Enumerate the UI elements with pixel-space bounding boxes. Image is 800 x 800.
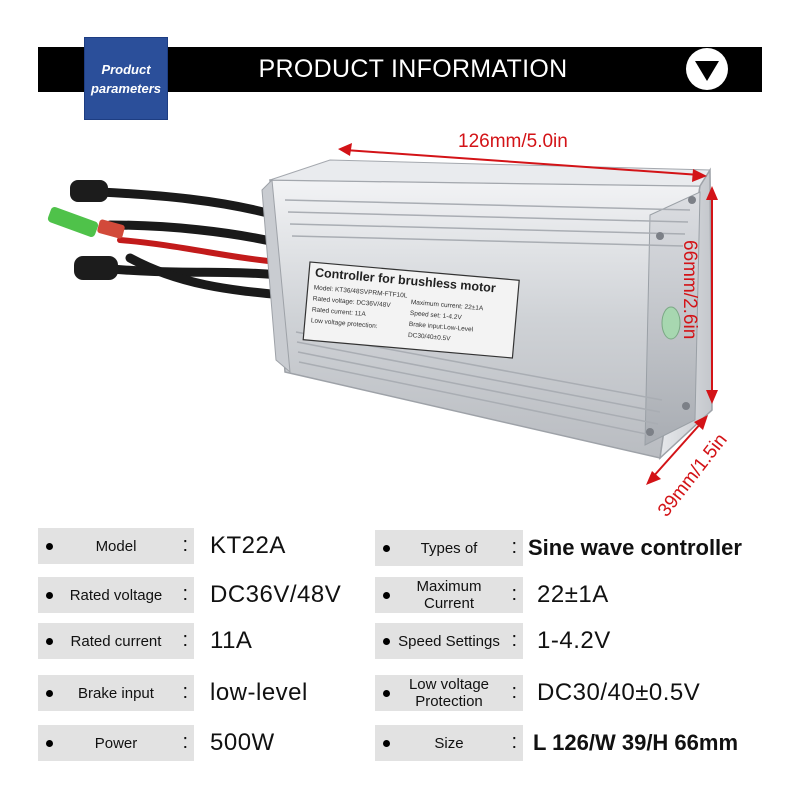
spec-value: DC30/40±0.5V <box>537 679 701 706</box>
spec-label-pill: Maximum Current : <box>375 577 523 613</box>
spec-label: Rated voltage <box>69 586 163 604</box>
product-label: Controller for brushless motor Model: KT… <box>302 261 520 359</box>
spec-label: Speed Settings <box>398 632 500 650</box>
connector <box>70 180 108 202</box>
colon: : <box>182 534 188 556</box>
bullet-icon <box>46 638 53 645</box>
indicator-light <box>661 306 681 340</box>
bullet-icon <box>383 740 390 747</box>
spec-label-pill: Types of : <box>375 530 523 566</box>
spec-label-pill: Speed Settings : <box>375 623 523 659</box>
bullet-icon <box>383 592 390 599</box>
colon: : <box>511 536 517 558</box>
spec-label-pill: Low voltage Protection : <box>375 675 523 711</box>
colon: : <box>182 583 188 605</box>
bullet-icon <box>46 592 53 599</box>
cables <box>95 187 287 300</box>
spec-label-pill: Power : <box>38 725 194 761</box>
label-rated-current: Rated current: 11A <box>312 306 367 318</box>
dimension-height: 66mm/2.6in <box>679 240 700 340</box>
label-dc: DC30/40±0.5V <box>408 332 452 343</box>
spec-label-pill: Model : <box>38 528 194 564</box>
label-speed-set: Speed set: 1-4.2V <box>410 310 463 322</box>
spec-label: Rated current <box>70 632 162 650</box>
colon: : <box>511 681 517 703</box>
connector <box>74 256 118 280</box>
spec-label: Model <box>95 537 137 555</box>
colon: : <box>511 583 517 605</box>
bullet-icon <box>383 690 390 697</box>
bullet-icon <box>46 543 53 550</box>
badge-line-1: Product <box>101 61 151 77</box>
connector-red <box>97 219 125 239</box>
product-parameters-badge: Product parameters <box>84 37 168 120</box>
expand-button[interactable] <box>686 48 728 90</box>
spec-value: 1-4.2V <box>537 627 611 654</box>
bullet-icon <box>383 638 390 645</box>
page-title: PRODUCT INFORMATION <box>258 55 568 83</box>
spec-label-pill: Rated voltage : <box>38 577 194 613</box>
spec-value: KT22A <box>210 532 286 559</box>
spec-value: low-level <box>210 679 308 706</box>
bullet-icon <box>46 740 53 747</box>
spec-label: Maximum Current <box>416 578 482 612</box>
spec-value: 500W <box>210 729 275 756</box>
spec-value: DC36V/48V <box>210 581 342 608</box>
bullet-icon <box>383 545 390 552</box>
spec-value: Sine wave controller <box>528 535 742 560</box>
spec-label: Power <box>94 734 138 752</box>
screws <box>646 196 696 436</box>
connector-green <box>47 207 99 237</box>
controller-image: Controller for brushless motor Model: KT… <box>47 143 718 485</box>
triangle-down-icon <box>695 61 719 81</box>
colon: : <box>511 629 517 651</box>
spec-value: 11A <box>210 627 253 654</box>
colon: : <box>511 731 517 753</box>
colon: : <box>182 629 188 651</box>
colon: : <box>182 681 188 703</box>
spec-label-pill: Rated current : <box>38 623 194 659</box>
spec-label-pill: Size : <box>375 725 523 761</box>
badge-line-2: parameters <box>90 80 162 96</box>
spec-label: Low voltage Protection <box>408 676 490 710</box>
spec-value: L 126/W 39/H 66mm <box>533 730 739 755</box>
spec-label: Types of <box>420 539 478 557</box>
colon: : <box>182 731 188 753</box>
dimension-arrows <box>338 143 718 485</box>
spec-value: 22±1A <box>537 581 609 608</box>
spec-label-pill: Brake input : <box>38 675 194 711</box>
spec-label: Brake input <box>78 684 154 702</box>
bullet-icon <box>46 690 53 697</box>
spec-label: Size <box>434 734 464 752</box>
dimension-length: 126mm/5.0in <box>458 131 568 152</box>
